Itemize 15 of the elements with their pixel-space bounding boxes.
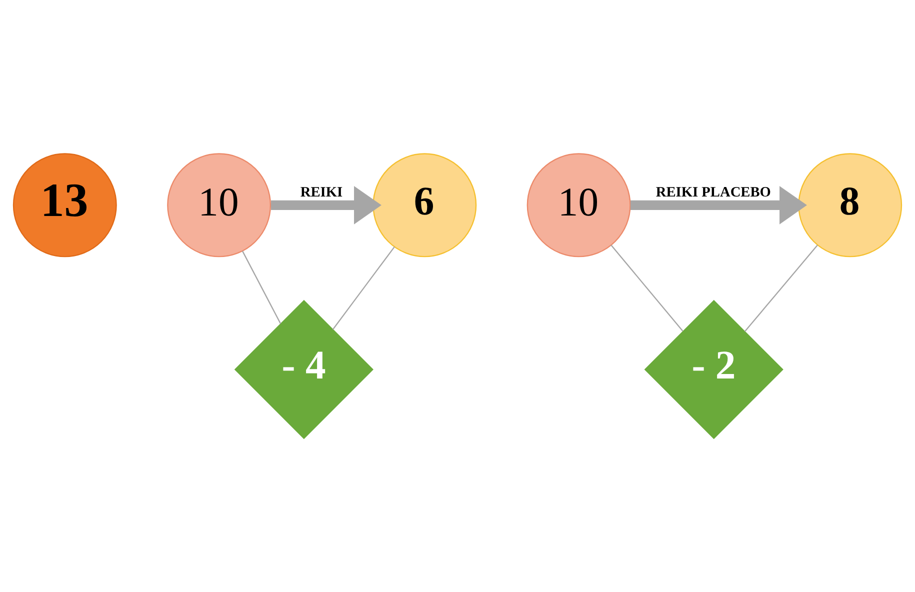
edge-label: REIKI <box>300 184 343 200</box>
node-circle: 10 <box>167 153 272 258</box>
node-circle: 13 <box>12 153 117 258</box>
connector <box>610 244 684 332</box>
node-circle: 10 <box>526 153 631 258</box>
connector <box>242 250 282 324</box>
connector <box>332 246 395 330</box>
node-diamond: - 2 <box>644 300 784 440</box>
arrow <box>270 186 382 224</box>
node-diamond: - 4 <box>234 300 374 440</box>
node-circle: 6 <box>372 153 477 258</box>
arrow <box>630 186 807 224</box>
node-circle: 8 <box>798 153 902 258</box>
edge-label: REIKI PLACEBO <box>656 184 771 200</box>
connector <box>744 244 818 332</box>
